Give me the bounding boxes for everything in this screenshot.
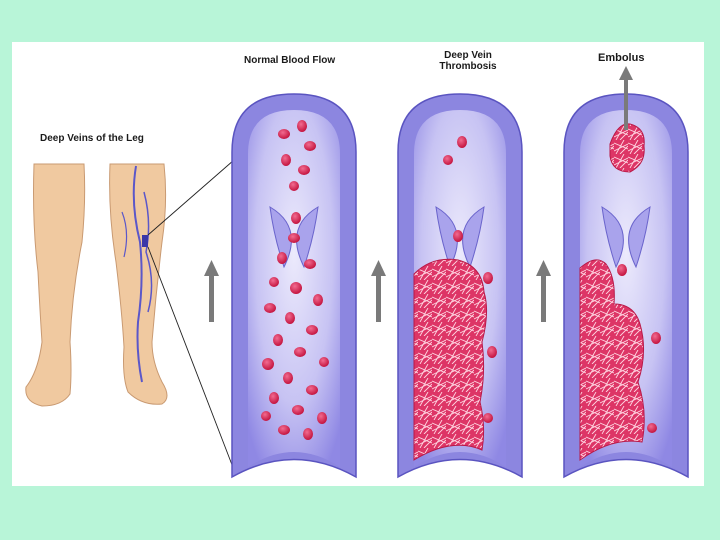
vessel-embolus	[564, 66, 688, 477]
label-deep-veins-of-leg: Deep Veins of the Leg	[40, 133, 144, 144]
up-arrow-icon	[204, 260, 219, 322]
label-normal-blood-flow: Normal Blood Flow	[244, 55, 335, 66]
label-deep-vein-thrombosis: Deep Vein Thrombosis	[422, 50, 514, 72]
up-arrow-icon	[536, 260, 551, 322]
dvt-illustration	[12, 42, 704, 486]
thrombus	[414, 259, 487, 460]
illustration-panel: Deep Veins of the Leg Normal Blood Flow …	[12, 42, 704, 486]
label-embolus: Embolus	[598, 53, 644, 64]
legs-back-view	[26, 160, 234, 470]
vessel-normal-flow	[232, 94, 356, 477]
up-arrow-icon	[371, 260, 386, 322]
vessel-dvt	[398, 94, 522, 477]
vein-highlight	[142, 235, 148, 247]
